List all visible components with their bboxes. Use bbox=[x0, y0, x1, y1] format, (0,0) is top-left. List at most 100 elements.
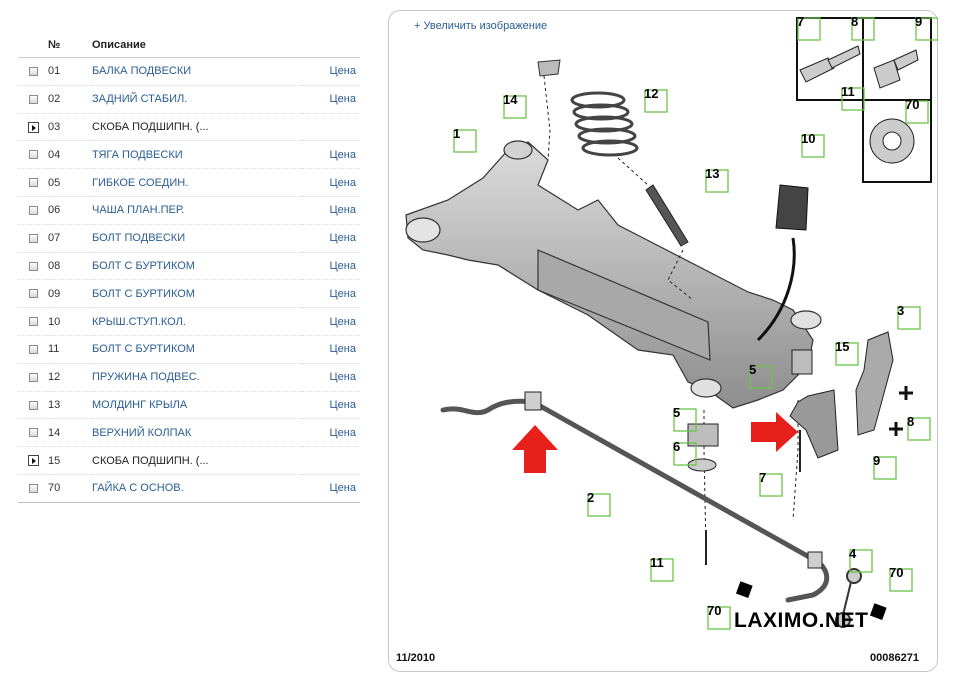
price-link[interactable]: Цена bbox=[329, 343, 356, 356]
row-checkbox[interactable] bbox=[28, 233, 38, 243]
price-link[interactable]: Цена bbox=[329, 93, 356, 106]
callout-number: 8 bbox=[907, 414, 914, 429]
part-description[interactable]: ВЕРХНИЙ КОЛПАК bbox=[92, 426, 192, 439]
price-link[interactable]: Цена bbox=[329, 426, 356, 439]
part-description[interactable]: БОЛТ С БУРТИКОМ bbox=[92, 343, 195, 356]
callout-number: 5 bbox=[749, 362, 756, 377]
drop-link-part bbox=[835, 568, 862, 628]
part-description[interactable]: БОЛТ С БУРТИКОМ bbox=[92, 287, 195, 300]
row-toggle-cell bbox=[18, 113, 48, 142]
price-cell: Цена bbox=[302, 252, 360, 281]
row-checkbox[interactable] bbox=[28, 261, 38, 271]
callout-c11b: 11 bbox=[650, 555, 674, 582]
callout-number: 70 bbox=[707, 603, 721, 618]
price-cell: Цена bbox=[302, 391, 360, 420]
price-link[interactable]: Цена bbox=[329, 176, 356, 189]
callout-number: 13 bbox=[705, 166, 719, 181]
part-description[interactable]: ЗАДНИЙ СТАБИЛ. bbox=[92, 93, 188, 106]
part-description[interactable]: ТЯГА ПОДВЕСКИ bbox=[92, 148, 183, 161]
price-link[interactable]: Цена bbox=[329, 287, 356, 300]
price-link[interactable]: Цена bbox=[329, 232, 356, 245]
callout-c13: 13 bbox=[705, 166, 729, 193]
price-cell bbox=[302, 113, 360, 142]
part-description-cell: ПРУЖИНА ПОДВЕС. bbox=[92, 363, 302, 392]
row-checkbox[interactable] bbox=[28, 372, 38, 382]
row-checkbox[interactable] bbox=[28, 66, 38, 76]
row-checkbox[interactable] bbox=[28, 205, 38, 215]
callout-number: 70 bbox=[889, 565, 903, 580]
price-link[interactable]: Цена bbox=[329, 148, 356, 161]
callout-c70c: 70 bbox=[707, 603, 731, 630]
price-link[interactable]: Цена bbox=[329, 65, 356, 78]
callout-c5b: 5 bbox=[673, 405, 697, 432]
row-checkbox[interactable] bbox=[28, 317, 38, 327]
row-checkbox[interactable] bbox=[28, 400, 38, 410]
part-description[interactable]: КРЫШ.СТУП.КОЛ. bbox=[92, 315, 186, 328]
callout-c7a: 7 bbox=[797, 14, 821, 41]
callout-c8b: 8 bbox=[907, 414, 931, 441]
row-checkbox[interactable] bbox=[28, 94, 38, 104]
part-description[interactable]: ЧАША ПЛАН.ПЕР. bbox=[92, 204, 185, 217]
table-header: № Описание bbox=[18, 33, 360, 58]
part-description[interactable]: БОЛТ ПОДВЕСКИ bbox=[92, 232, 186, 245]
price-link[interactable]: Цена bbox=[329, 371, 356, 384]
price-link[interactable]: Цена bbox=[329, 482, 356, 495]
part-description-cell: СКОБА ПОДШИПН. (... bbox=[92, 446, 302, 475]
callout-number: 7 bbox=[797, 14, 804, 29]
row-toggle-cell bbox=[18, 196, 48, 225]
row-toggle-cell bbox=[18, 279, 48, 309]
row-checkbox[interactable] bbox=[28, 483, 38, 493]
nut-marker-icon bbox=[735, 581, 887, 620]
callout-c70b: 70 bbox=[889, 565, 913, 592]
part-description[interactable]: БОЛТ С БУРТИКОМ bbox=[92, 259, 195, 272]
row-toggle-cell bbox=[18, 224, 48, 253]
row-checkbox[interactable] bbox=[28, 178, 38, 188]
callout-number: 11 bbox=[841, 84, 855, 99]
row-toggle-cell bbox=[18, 57, 48, 86]
callout-c4: 4 bbox=[849, 546, 873, 573]
row-toggle-cell bbox=[18, 168, 48, 197]
price-cell: Цена bbox=[302, 168, 360, 197]
part-description[interactable]: БАЛКА ПОДВЕСКИ bbox=[92, 65, 192, 78]
row-checkbox[interactable] bbox=[28, 344, 38, 354]
callout-c3: 3 bbox=[897, 303, 921, 330]
callout-c15: 15 bbox=[835, 339, 859, 366]
callout-number: 10 bbox=[801, 131, 815, 146]
callout-number: 14 bbox=[503, 92, 518, 107]
zoom-image-link[interactable]: + Увеличить изображение bbox=[414, 20, 548, 32]
price-link[interactable]: Цена bbox=[329, 204, 356, 217]
part-description[interactable]: МОЛДИНГ КРЫЛА bbox=[92, 398, 188, 411]
callout-c9a: 9 bbox=[915, 14, 938, 41]
row-toggle-cell bbox=[18, 418, 48, 448]
callout-number: 9 bbox=[873, 453, 880, 468]
price-link[interactable]: Цена bbox=[329, 315, 356, 328]
row-checkbox[interactable] bbox=[28, 428, 38, 438]
callout-number: 2 bbox=[587, 490, 594, 505]
part-description[interactable]: ПРУЖИНА ПОДВЕС. bbox=[92, 371, 200, 384]
price-link[interactable]: Цена bbox=[329, 259, 356, 272]
diagram-code: 00086271 bbox=[870, 652, 919, 664]
price-cell: Цена bbox=[302, 224, 360, 253]
row-checkbox[interactable] bbox=[28, 289, 38, 299]
expand-icon[interactable] bbox=[27, 455, 39, 467]
part-description[interactable]: ГИБКОЕ СОЕДИН. bbox=[92, 176, 189, 189]
row-checkbox[interactable] bbox=[28, 150, 38, 160]
callout-c2: 2 bbox=[587, 490, 611, 517]
hub-cap-part bbox=[756, 184, 809, 342]
header-desc: Описание bbox=[92, 33, 302, 58]
part-description-cell: БОЛТ С БУРТИКОМ bbox=[92, 252, 302, 281]
callout-c9b: 9 bbox=[873, 453, 897, 480]
part-number: 14 bbox=[48, 418, 92, 448]
expand-icon[interactable] bbox=[27, 121, 39, 133]
price-cell: Цена bbox=[302, 57, 360, 86]
price-link[interactable]: Цена bbox=[329, 398, 356, 411]
part-description[interactable]: ГАЙКА С ОСНОВ. bbox=[92, 482, 184, 495]
